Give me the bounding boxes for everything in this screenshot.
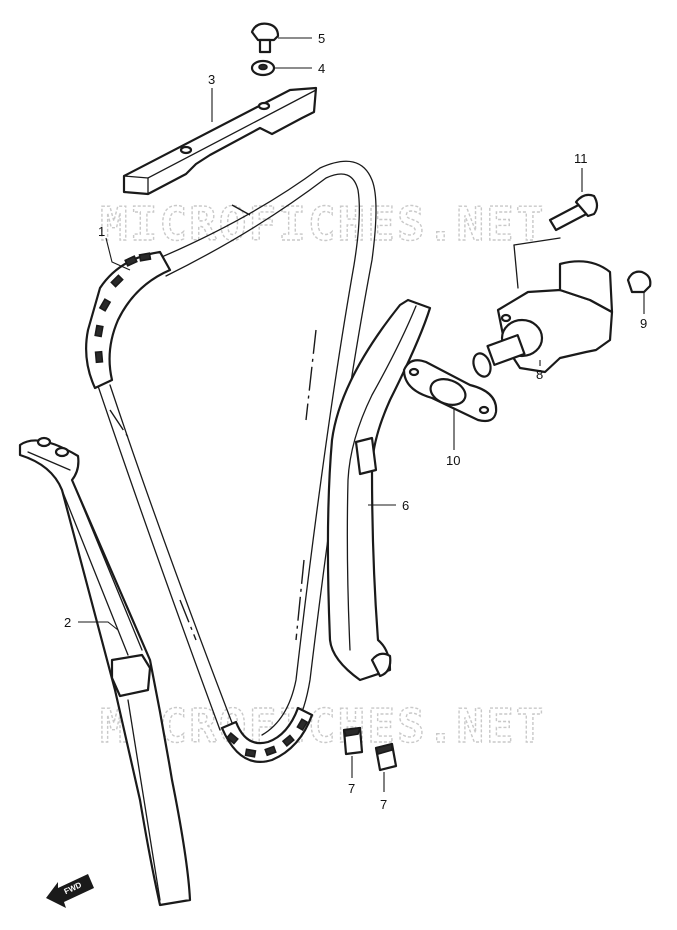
label-part-2: 2 [64,615,71,630]
fwd-direction-badge: FWD [46,874,94,908]
chain-guide-part-2[interactable] [18,436,192,907]
tensioner-guide-part-6[interactable] [326,298,432,682]
label-part-8: 8 [536,367,543,382]
bolt-part-11[interactable] [513,193,599,289]
label-part-1: 1 [98,224,105,239]
fwd-arrow-icon [46,874,94,908]
label-part-11: 11 [574,151,588,166]
label-part-9: 9 [640,316,647,331]
cam-chain-part-1[interactable] [85,160,377,763]
bolt-part-5[interactable] [250,22,280,54]
label-part-7-a: 7 [348,781,355,796]
top-chain-guide-part-3[interactable] [122,86,318,196]
tensioner-part-8[interactable] [470,260,614,379]
washer-part-4[interactable] [250,59,276,77]
bolt-part-9[interactable] [626,270,652,294]
damper-part-7-a[interactable] [342,726,364,756]
label-part-4: 4 [318,61,325,76]
label-part-6: 6 [402,498,409,513]
label-part-3: 3 [208,72,215,87]
watermark-top: MICROFICHES.NET [100,197,545,251]
watermark-bottom: MICROFICHES.NET [100,699,545,753]
damper-part-7-b[interactable] [374,742,398,772]
leader-lines [78,37,645,792]
label-part-5: 5 [318,31,325,46]
label-part-10: 10 [446,453,460,468]
label-part-7-b: 7 [380,797,387,812]
gasket-part-10[interactable] [402,359,498,423]
